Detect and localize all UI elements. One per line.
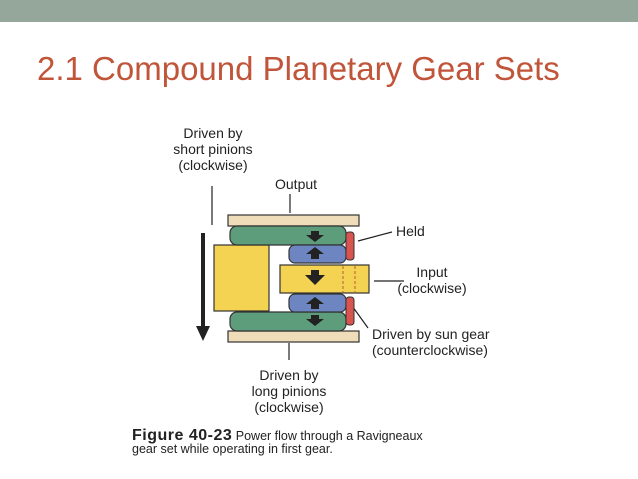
label-driven-long-line2: long pinions	[251, 383, 327, 399]
label-held: Held	[396, 223, 425, 239]
slide-title: 2.1 Compound Planetary Gear Sets	[37, 50, 560, 87]
label-driven-short-line3: (clockwise)	[178, 157, 248, 173]
long-pinion-top	[229, 225, 347, 246]
ring-gear-bottom	[227, 330, 360, 343]
top-band	[0, 0, 638, 22]
ring-gear-top	[227, 214, 360, 227]
held-band-bottom	[345, 296, 355, 326]
arrow-up-short-bottom	[306, 297, 324, 309]
arrow-down-long-top	[306, 231, 324, 242]
label-driven-long: Driven by long pinions (clockwise)	[239, 367, 339, 415]
input-shaft	[279, 264, 370, 294]
arrow-down-input	[305, 270, 325, 285]
label-output: Output	[275, 176, 318, 192]
caption-line2: gear set while operating in first gear.	[132, 442, 333, 456]
label-input-line2: (clockwise)	[397, 280, 467, 296]
label-input-line1: Input	[416, 264, 448, 280]
caption-line1: Power flow through a Ravigneaux	[235, 429, 423, 443]
label-driven-short: Driven by short pinions (clockwise)	[163, 125, 263, 173]
arrow-up-short-top	[306, 247, 324, 259]
figure-number: Figure 40-23	[132, 427, 233, 444]
long-pinion-bottom	[229, 311, 347, 332]
held-band-top	[345, 231, 355, 261]
rotation-arrow-head	[196, 326, 210, 341]
label-driven-short-line1: Driven by	[183, 125, 243, 141]
label-driven-long-line1: Driven by	[259, 367, 319, 383]
label-input: Input (clockwise)	[384, 264, 480, 296]
label-driven-sun-line1: Driven by sun gear	[372, 326, 490, 342]
label-driven-short-line2: short pinions	[173, 141, 253, 157]
output-carrier	[213, 244, 270, 312]
label-driven-sun: Driven by sun gear (counterclockwise)	[372, 326, 490, 358]
arrow-down-long-bottom	[306, 315, 324, 326]
leader-held	[357, 231, 393, 242]
label-driven-long-line3: (clockwise)	[254, 399, 324, 415]
label-driven-sun-line2: (counterclockwise)	[372, 342, 488, 358]
figure-caption: Figure 40-23 Power flow through a Ravign…	[132, 427, 423, 456]
